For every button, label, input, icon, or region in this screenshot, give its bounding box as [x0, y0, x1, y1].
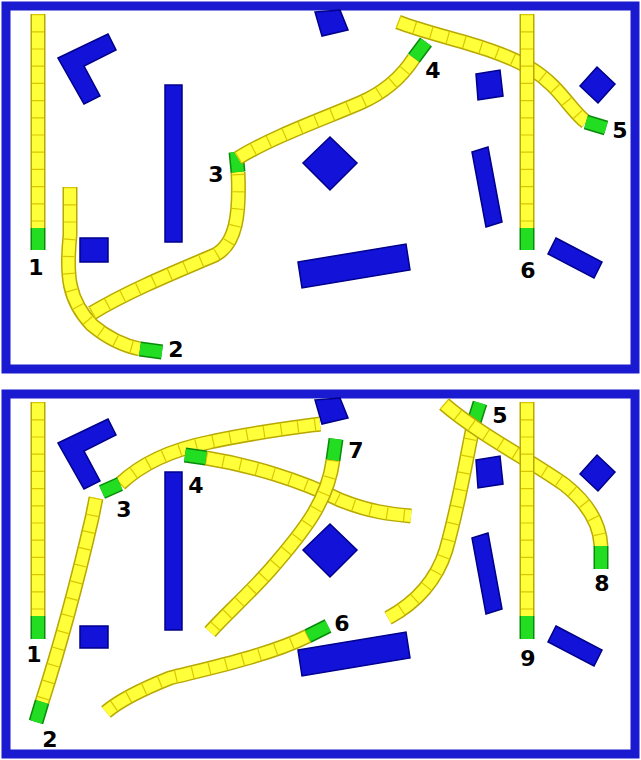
callout-number: 6	[334, 613, 349, 635]
callout-number: 4	[188, 475, 203, 497]
callout-number: 5	[612, 120, 627, 142]
callout-number: 9	[520, 648, 535, 670]
callout-number: 2	[42, 729, 57, 751]
callout-number: 5	[492, 405, 507, 427]
callout-number: 1	[28, 257, 43, 279]
callout-number: 7	[348, 440, 363, 462]
callout-number: 1	[26, 644, 41, 666]
callout-number: 2	[168, 339, 183, 361]
callout-number: 3	[116, 499, 131, 521]
callout-number: 6	[520, 260, 535, 282]
callout-number: 4	[425, 60, 440, 82]
obstacles	[58, 10, 615, 288]
panel-frame	[6, 6, 635, 369]
panel-frame	[6, 394, 635, 754]
rods	[36, 402, 601, 722]
callout-number: 8	[594, 573, 609, 595]
obstacles	[58, 398, 615, 676]
callout-number: 3	[208, 164, 223, 186]
rods	[38, 14, 606, 352]
